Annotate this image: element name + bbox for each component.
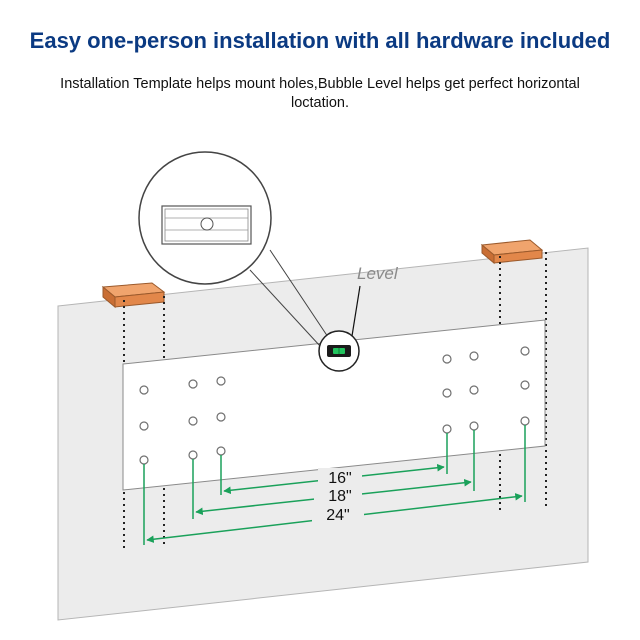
- bubble-level-icon: [327, 345, 351, 357]
- mounting-template-icon: [161, 205, 252, 245]
- mount-hole: [139, 455, 149, 465]
- wood-stud-left: [101, 282, 166, 309]
- mount-hole: [188, 379, 198, 389]
- mount-hole: [442, 424, 452, 434]
- wood-stud-right: [480, 239, 544, 265]
- mount-hole: [520, 416, 530, 426]
- level-pointer-line: [351, 285, 361, 337]
- mount-hole: [469, 351, 479, 361]
- dimension-label-18: 18": [328, 488, 351, 505]
- dimension-label-24: 24": [326, 507, 349, 524]
- mount-hole: [216, 376, 226, 386]
- mount-hole: [216, 412, 226, 422]
- mount-hole: [216, 446, 226, 456]
- subheadline: Installation Template helps mount holes,…: [60, 76, 580, 111]
- mount-hole: [469, 421, 479, 431]
- callout-leader-lines: [249, 249, 331, 347]
- installation-template: [122, 319, 546, 491]
- mount-hole: [520, 346, 530, 356]
- headline: Easy one-person installation with all ha…: [29, 28, 611, 53]
- dimension-extension-lines: [143, 425, 526, 545]
- mount-hole: [139, 421, 149, 431]
- level-label: Level: [357, 264, 399, 283]
- mount-hole: [520, 380, 530, 390]
- dimension-label-16: 16": [328, 470, 351, 487]
- mount-hole: [139, 385, 149, 395]
- mount-hole: [188, 450, 198, 460]
- mount-hole: [469, 385, 479, 395]
- mount-hole: [188, 416, 198, 426]
- mount-hole: [442, 354, 452, 364]
- mount-hole: [442, 388, 452, 398]
